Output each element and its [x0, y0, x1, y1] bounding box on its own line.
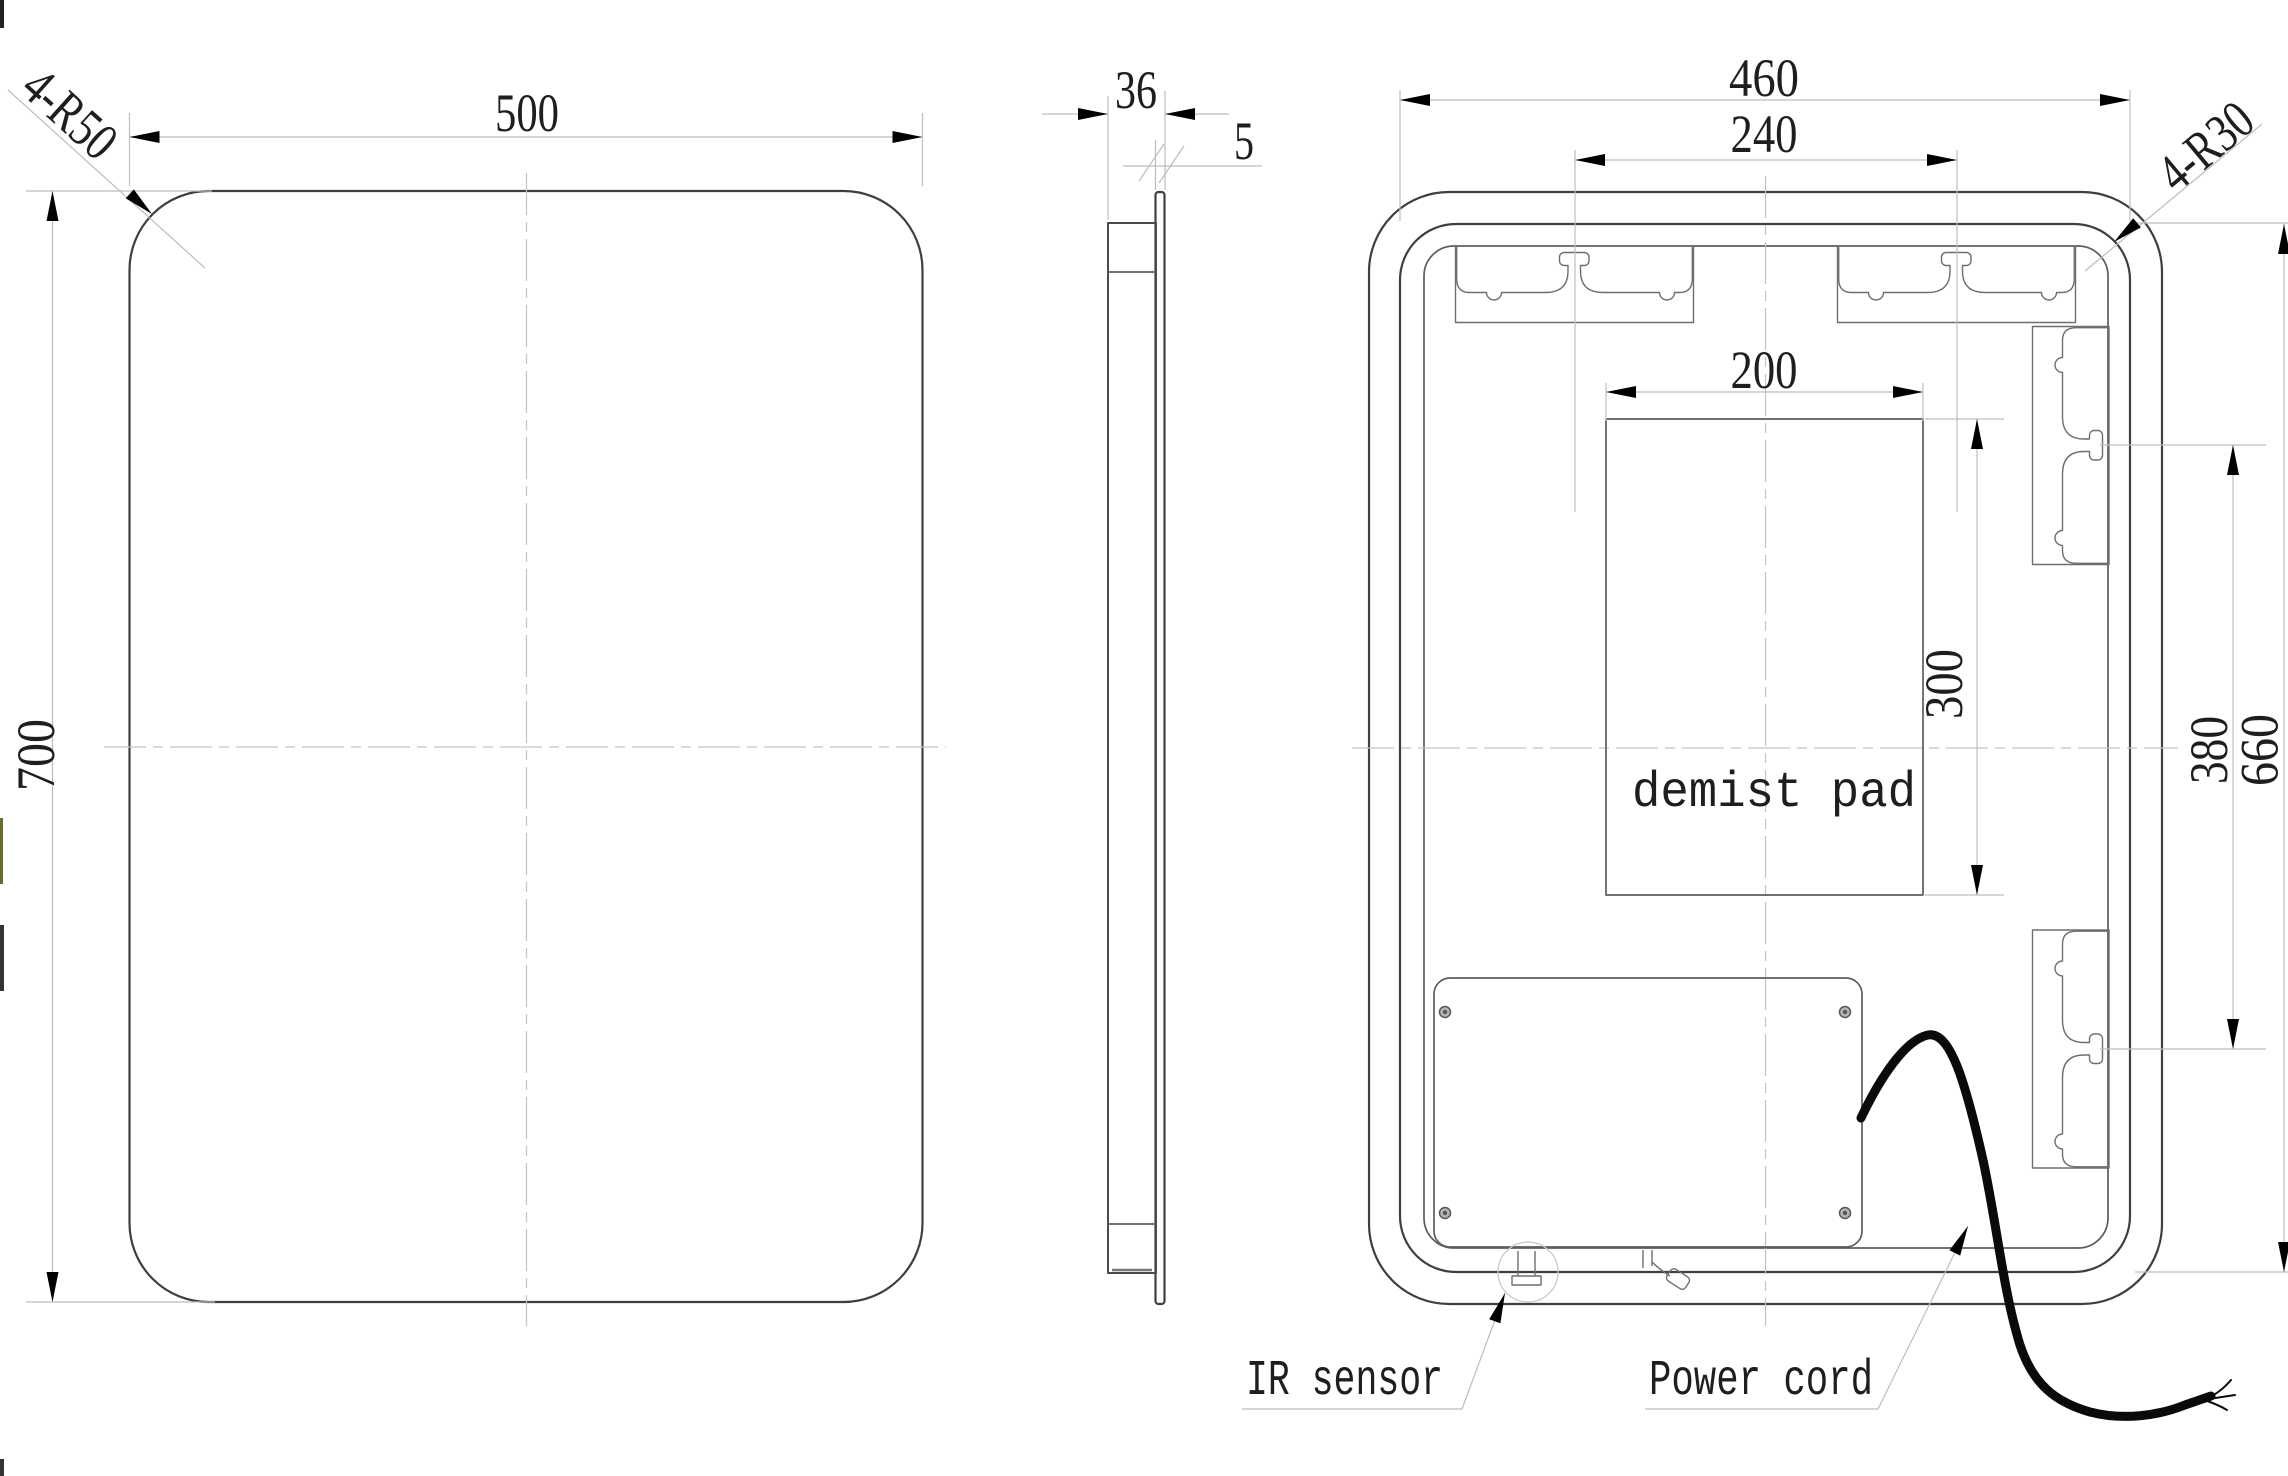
- svg-text:200: 200: [1731, 340, 1798, 400]
- svg-text:4-R50: 4-R50: [11, 56, 130, 172]
- svg-text:660: 660: [2229, 714, 2288, 786]
- svg-text:240: 240: [1731, 104, 1798, 164]
- svg-text:700: 700: [6, 719, 66, 791]
- svg-text:4-R30: 4-R30: [2146, 89, 2266, 203]
- svg-text:36: 36: [1115, 60, 1157, 120]
- svg-text:demist pad: demist pad: [1632, 765, 1916, 822]
- svg-text:300: 300: [1914, 649, 1974, 719]
- svg-text:Power cord: Power cord: [1649, 1353, 1873, 1410]
- svg-text:460: 460: [1729, 48, 1799, 108]
- svg-text:380: 380: [2179, 716, 2239, 784]
- svg-text:5: 5: [1234, 111, 1254, 171]
- svg-text:IR sensor: IR sensor: [1246, 1353, 1443, 1410]
- svg-text:500: 500: [495, 83, 559, 143]
